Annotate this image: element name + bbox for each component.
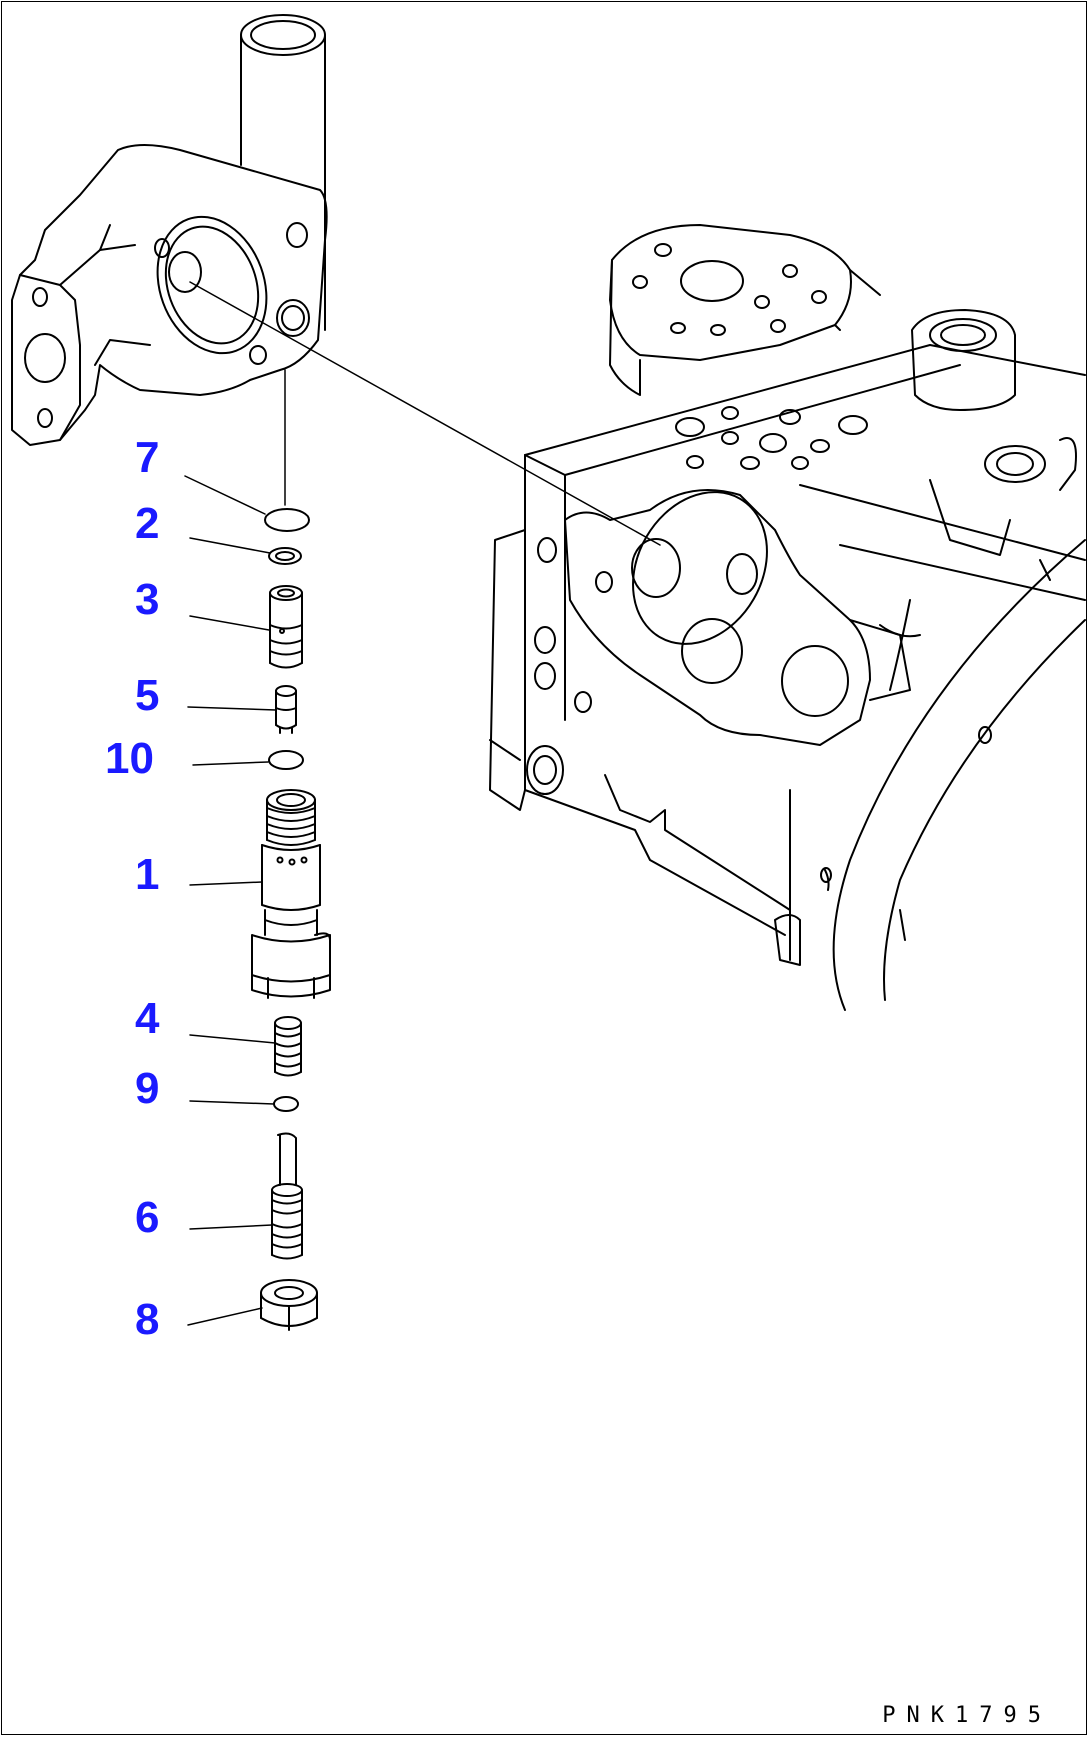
part-10-o-ring <box>268 750 304 770</box>
callout-5: 5 <box>135 671 160 720</box>
part-3-sleeve <box>269 585 303 669</box>
callout-4: 4 <box>135 994 160 1043</box>
part-8-lock-nut <box>260 1279 318 1331</box>
callout-9: 9 <box>135 1064 160 1113</box>
part-6-adjusting-screw <box>271 1132 303 1260</box>
callout-8: 8 <box>135 1295 160 1344</box>
transmission-housing <box>489 224 1086 1011</box>
callout-leaders <box>184 475 277 1326</box>
diagram-reference-code: PNK1795 <box>882 1703 1052 1728</box>
callout-7: 7 <box>135 433 160 482</box>
callout-6: 6 <box>135 1193 160 1242</box>
part-4-spring <box>274 1016 302 1077</box>
callout-2: 2 <box>135 499 160 548</box>
part-7-plug <box>264 508 310 532</box>
part-2-o-ring <box>268 547 302 565</box>
callout-3: 3 <box>135 575 160 624</box>
parts-stack <box>251 508 331 1331</box>
part-9-o-ring <box>273 1096 299 1112</box>
callout-10: 10 <box>105 734 154 783</box>
part-5-piston <box>275 685 297 734</box>
valve-body <box>11 14 661 546</box>
callout-1: 1 <box>135 850 160 899</box>
part-1-valve-cartridge <box>251 789 331 999</box>
